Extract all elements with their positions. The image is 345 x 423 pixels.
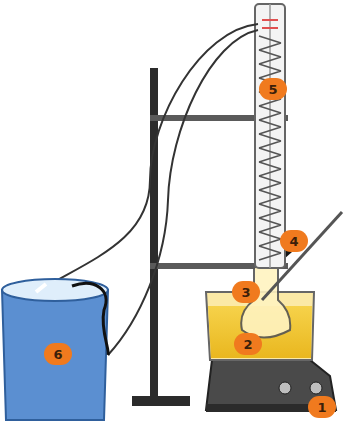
coil-winding	[259, 162, 281, 176]
tube-joint	[262, 19, 278, 21]
stirrer-knob	[279, 382, 291, 394]
stirrer-knob	[310, 382, 322, 394]
callout-number: 4	[280, 230, 308, 252]
coil-condenser	[255, 4, 285, 268]
callout-number: 5	[259, 78, 287, 100]
coil-winding	[259, 148, 281, 162]
water-tube	[108, 30, 258, 355]
callout-number: 1	[308, 396, 336, 418]
coil-winding	[259, 134, 281, 148]
callout-number: 6	[44, 343, 72, 365]
pump-inlet	[36, 284, 46, 292]
coil-winding	[259, 246, 281, 260]
callout-number: 3	[232, 281, 260, 303]
coil-winding	[259, 218, 281, 232]
tube-joint	[262, 27, 278, 29]
coil-winding	[259, 36, 281, 50]
bucket-rim	[2, 279, 108, 301]
coil-winding	[259, 176, 281, 190]
coil-winding	[259, 204, 281, 218]
coil-winding	[259, 50, 281, 64]
pump-cable	[72, 283, 108, 355]
condenser-coil	[259, 36, 281, 260]
coil-winding	[259, 232, 281, 246]
coil-winding	[259, 190, 281, 204]
water-bucket	[2, 290, 108, 420]
coil-winding	[259, 64, 281, 78]
coil-winding	[259, 106, 281, 120]
water-tube	[40, 24, 258, 290]
coil-winding	[259, 120, 281, 134]
stand-base	[132, 396, 190, 406]
callout-number: 2	[234, 333, 262, 355]
